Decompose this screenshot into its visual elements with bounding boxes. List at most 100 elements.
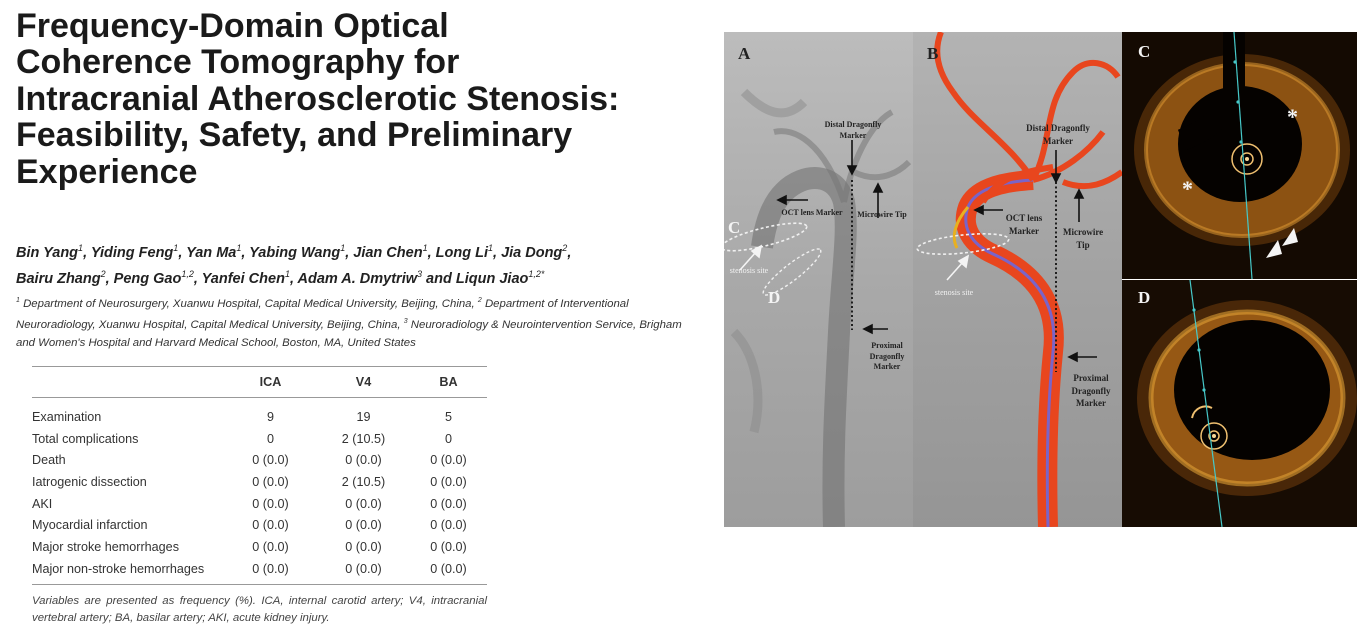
row-label: Major non-stroke hemorrhages (32, 557, 224, 585)
oct-lens-marker-label: OCT lens Marker (1005, 213, 1043, 236)
table-row: Myocardial infarction 0 (0.0) 0 (0.0) 0 … (32, 514, 487, 536)
table-cell: 9 (266, 409, 274, 424)
author-name: Jian Chen (353, 244, 423, 261)
author-name: Yabing Wang (249, 244, 341, 261)
table-cell: 0 (0.0) (252, 453, 289, 468)
author-affiliation: 2 (562, 243, 568, 253)
table-cell: 0 (0.0) (345, 518, 382, 533)
table-cell: 0 (0.0) (430, 539, 467, 554)
title-line: Frequency-Domain Optical (16, 7, 449, 45)
affiliation-number: 1 (16, 297, 20, 304)
author-affiliation: 1 (173, 243, 179, 253)
author-name: Bin Yang (16, 244, 79, 261)
microwire-tip-label: Microwire Tip (1063, 227, 1104, 250)
panel-b-reconstruction: B Distal Dragonfly Marker OCT lens Marke… (913, 32, 1122, 527)
table-cell: 0 (0.0) (252, 518, 289, 533)
reconstruction-image (916, 32, 1122, 527)
row-label: Major stroke hemorrhages (32, 539, 179, 554)
table-cell: 0 (0.0) (430, 518, 467, 533)
panel-a-angiogram: A Distal Dragonfly Marker OCT lens Marke… (724, 32, 913, 527)
table-row: Examination 9 19 5 (32, 398, 487, 428)
table-cell: 0 (0.0) (252, 496, 289, 511)
author-affiliation: 1 (284, 268, 290, 279)
table-cell: 0 (0.0) (345, 539, 382, 554)
author-affiliation: 1,2* (528, 268, 545, 279)
table-cell: 0 (0.0) (252, 539, 289, 554)
affiliations: 1 Department of Neurosurgery, Xuanwu Hos… (16, 292, 686, 352)
table-row: Major non-stroke hemorrhages 0 (0.0) 0 (… (32, 557, 487, 585)
panel-label: A (738, 44, 751, 63)
author-affiliation: 1 (422, 243, 428, 253)
asterisk-marker: * (1287, 104, 1298, 129)
microwire-tip-label: Microwire Tip (857, 210, 907, 219)
oct-cross-section (1137, 280, 1357, 527)
title-line: Intracranial Atherosclerotic Stenosis: (16, 79, 620, 118)
table-cell: 0 (0.0) (430, 474, 467, 489)
table-cell: 19 (356, 409, 371, 424)
author-affiliation: 1,2 (181, 268, 194, 279)
figure: A Distal Dragonfly Marker OCT lens Marke… (724, 32, 1357, 527)
table-row: Death 0 (0.0) 0 (0.0) 0 (0.0) (32, 449, 487, 471)
row-label: Myocardial infarction (32, 518, 148, 533)
table-cell: 0 (0.0) (430, 453, 467, 468)
title-line: Coherence Tomography for (16, 43, 460, 82)
label-d: D (768, 288, 781, 307)
panel-d-oct-image: D (1122, 280, 1357, 527)
author-name: Peng Gao (113, 270, 182, 287)
distal-marker-label: Distal Dragonfly Marker (1026, 123, 1090, 146)
title-line: Feasibility, Safety, and Preliminary (16, 116, 573, 155)
table-row: Total complications 0 2 (10.5) 0 (32, 428, 487, 450)
table-header-cell: BA (410, 366, 487, 398)
author-name: Yan Ma (186, 244, 237, 261)
complications-table: ICA V4 BA Examination 9 19 5 Total compl… (32, 366, 487, 585)
table-header-cell: ICA (224, 366, 317, 398)
angiogram-image (724, 88, 912, 527)
row-label: Examination (32, 409, 102, 424)
panel-label: C (1138, 42, 1151, 61)
label-c: C (728, 218, 741, 237)
row-label: Total complications (32, 431, 139, 446)
distal-marker-label: Distal Dragonfly Marker (824, 120, 882, 140)
title-line: Experience (16, 152, 198, 191)
table-row: Major stroke hemorrhages 0 (0.0) 0 (0.0)… (32, 536, 487, 558)
proximal-marker-label: Proximal Dragonfly Marker (1071, 373, 1111, 408)
table-header-row: ICA V4 BA (32, 366, 487, 398)
table-cell: 0 (0.0) (317, 557, 410, 585)
author-name: Liqun Jiao (455, 270, 529, 287)
affiliation-number: 3 (403, 317, 408, 325)
author-name: Yanfei Chen (201, 270, 285, 287)
affiliation-text: Department of Neurosurgery, Xuanwu Hospi… (23, 297, 475, 310)
stenosis-site-label: stenosis site (934, 288, 974, 297)
stenosis-site-label: stenosis site (729, 266, 769, 275)
table-cell: 0 (0.0) (345, 453, 382, 468)
author-list: Bin Yang1, Yiding Feng1, Yan Ma1, Yabing… (16, 243, 572, 287)
table-cell: 0 (0.0) (430, 496, 467, 511)
table-row: AKI 0 (0.0) 0 (0.0) 0 (0.0) (32, 493, 487, 515)
table-cell: 0 (0.0) (345, 496, 382, 511)
oct-lens-marker-label: OCT lens Marker (781, 208, 843, 217)
author-name: Jia Dong (501, 244, 563, 261)
author-name: Bairu Zhang (16, 270, 101, 287)
table-cell: 0 (0.0) (252, 474, 289, 489)
author-affiliation: 1 (78, 243, 84, 253)
table-header-cell: V4 (317, 366, 410, 398)
affiliation-number: 2 (477, 297, 482, 304)
table-footnote: Variables are presented as frequency (%)… (32, 595, 487, 624)
table-row: Iatrogenic dissection 0 (0.0) 2 (10.5) 0… (32, 471, 487, 493)
panel-label: B (927, 44, 939, 63)
row-label: Death (32, 453, 66, 468)
affiliation-text: Department of Interventional Neuroradiol… (16, 297, 629, 331)
asterisk-marker: * (1182, 176, 1193, 201)
author-affiliation: 2 (100, 268, 106, 279)
row-label: Iatrogenic dissection (32, 474, 147, 489)
affiliation-text: Neuroradiology & Neurointervention Servi… (16, 318, 682, 349)
panel-label: D (1138, 288, 1151, 307)
table-cell: 0 (266, 431, 274, 446)
table-header-cell (32, 366, 224, 398)
table-cell: 2 (10.5) (341, 431, 386, 446)
author-affiliation: 1 (487, 243, 493, 253)
article-title: Frequency-Domain Optical Coherence Tomog… (16, 8, 696, 190)
row-label: AKI (32, 496, 53, 511)
table-cell: 2 (10.5) (341, 474, 386, 489)
table-cell: 0 (444, 431, 452, 446)
